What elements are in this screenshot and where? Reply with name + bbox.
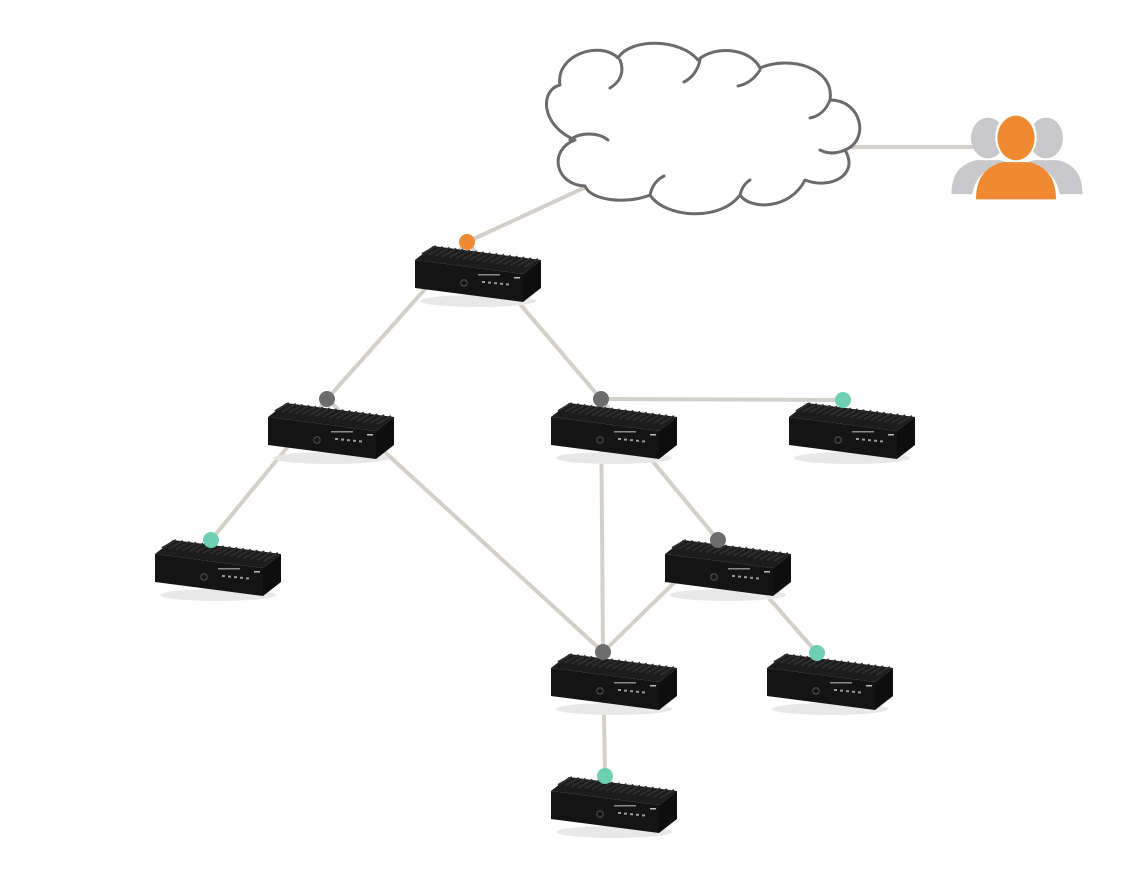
status-dot-relay-left <box>319 391 335 407</box>
status-dot-leaf-bottom-right <box>809 645 825 661</box>
status-dot-relay-bottom <box>595 644 611 660</box>
device-gateway <box>415 234 541 307</box>
cloud-inner-arc <box>608 58 624 90</box>
cloud-icon <box>545 41 862 216</box>
status-dot-gateway <box>459 234 475 250</box>
status-dot-relay-center <box>593 391 609 407</box>
device-relay-left <box>268 391 394 464</box>
device-leaf-bottom <box>551 768 677 838</box>
device-relay-center <box>551 391 677 464</box>
device-leaf-left <box>155 532 281 601</box>
cloud-layer <box>545 41 862 216</box>
cloud-inner-arc <box>738 178 752 197</box>
cloud-inner-arc <box>736 68 762 88</box>
cloud-inner-arc <box>818 148 847 155</box>
device-leaf-bottom-right <box>767 645 893 715</box>
cloud-inner-arc <box>648 174 666 197</box>
link-relay-center-to-leaf-right <box>599 397 845 402</box>
devices-layer <box>155 234 915 838</box>
status-dot-leaf-right <box>835 392 851 408</box>
link-cloud-to-gateway <box>465 184 590 244</box>
cloud-inner-arc <box>682 58 702 84</box>
status-dot-relay-mid-right <box>710 532 726 548</box>
user-group-icon <box>951 112 1083 206</box>
cloud-inner-arc <box>568 132 610 142</box>
cloud-inner-arc <box>808 98 832 120</box>
status-dot-leaf-left <box>203 532 219 548</box>
device-relay-mid-right <box>665 532 791 601</box>
device-leaf-right <box>789 392 915 464</box>
device-relay-bottom <box>551 644 677 715</box>
status-dot-leaf-bottom <box>597 768 613 784</box>
user-front-icon <box>976 115 1056 200</box>
users-layer <box>951 112 1083 206</box>
